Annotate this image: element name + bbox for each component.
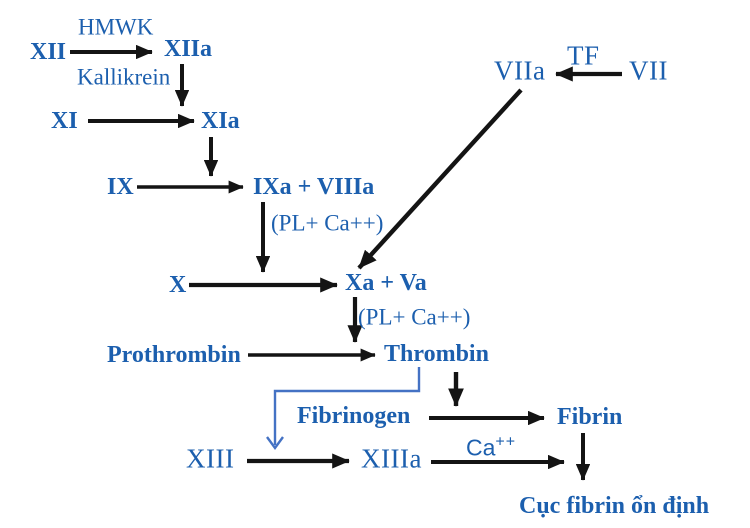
node-xiia: XIIa: [164, 36, 213, 62]
node-xa-va: Xa + Va: [345, 270, 427, 296]
node-x: X: [169, 272, 187, 298]
calcium-base: Ca: [466, 434, 496, 461]
node-xii: XII: [30, 39, 67, 65]
label-pl-ca-upper: (PL+ Ca++): [271, 210, 384, 236]
feedback-arrowhead: [266, 436, 284, 451]
node-stable-fibrin-clot: Cục fibrin ổn định: [519, 493, 710, 519]
node-vii: VII: [629, 55, 668, 86]
node-ixa-viiia: IXa + VIIIa: [253, 174, 375, 200]
node-thrombin: Thrombin: [384, 341, 489, 367]
arrow-viia-diagonal: [357, 88, 523, 270]
node-xi: XI: [51, 108, 78, 134]
feedback-thrombin-to-xiii: [273, 367, 421, 445]
node-fibrin: Fibrin: [557, 404, 623, 430]
node-ix: IX: [107, 174, 134, 200]
node-prothrombin: Prothrombin: [107, 342, 241, 368]
label-calcium: Ca++: [466, 433, 517, 461]
label-kallikrein: Kallikrein: [77, 64, 171, 90]
node-fibrinogen: Fibrinogen: [297, 403, 411, 429]
node-viia: VIIa: [494, 55, 546, 86]
label-pl-ca-lower: (PL+ Ca++): [358, 304, 471, 330]
node-xiii: XIII: [186, 443, 235, 474]
label-tf: TF: [567, 40, 600, 71]
node-xia: XIa: [201, 108, 240, 134]
label-hmwk: HMWK: [78, 14, 154, 40]
calcium-superscript: ++: [495, 433, 517, 451]
node-xiiia: XIIIa: [361, 443, 422, 474]
